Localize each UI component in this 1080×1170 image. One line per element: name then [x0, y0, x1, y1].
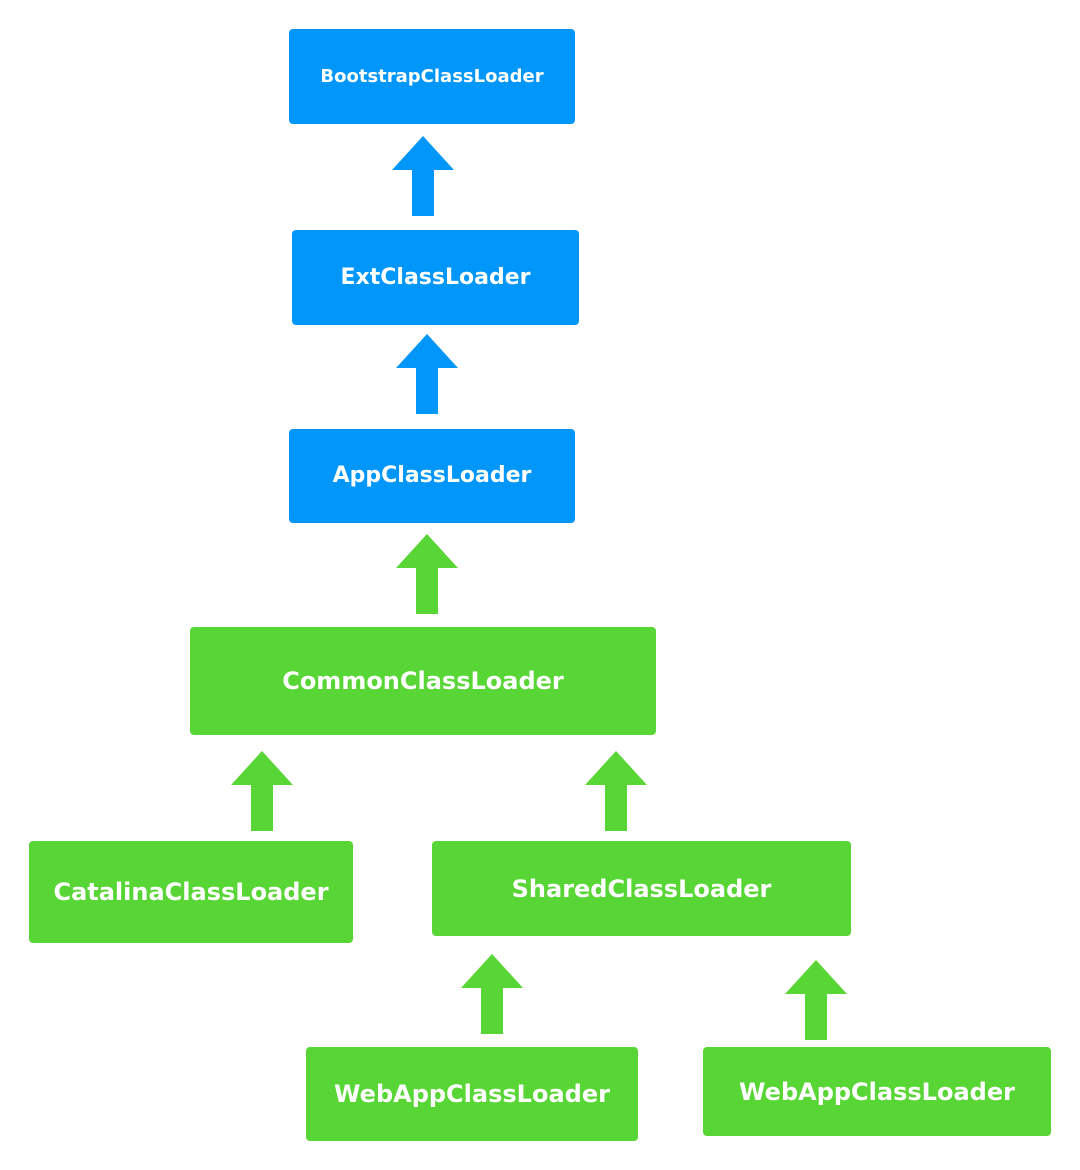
app-classloader-label: AppClassLoader: [332, 463, 532, 488]
shared-classloader-box: SharedClassLoader: [432, 841, 851, 936]
webapp-classloader-label-2: WebAppClassLoader: [739, 1077, 1015, 1106]
webapp-classloader-box-1: WebAppClassLoader: [306, 1047, 638, 1141]
catalina-classloader-label: CatalinaClassLoader: [53, 878, 329, 906]
up-arrow-icon: [231, 751, 293, 831]
shared-classloader-label: SharedClassLoader: [511, 874, 772, 903]
up-arrow-icon: [396, 334, 458, 414]
bootstrap-classloader-label: BootstrapClassLoader: [320, 65, 544, 87]
up-arrow-icon: [396, 534, 458, 614]
catalina-classloader-box: CatalinaClassLoader: [29, 841, 353, 943]
common-classloader-label: CommonClassLoader: [282, 667, 564, 695]
bootstrap-classloader-box: BootstrapClassLoader: [289, 29, 575, 124]
ext-classloader-box: ExtClassLoader: [292, 230, 579, 325]
up-arrow-icon: [785, 960, 847, 1040]
webapp-classloader-label-1: WebAppClassLoader: [334, 1080, 610, 1108]
app-classloader-box: AppClassLoader: [289, 429, 575, 523]
up-arrow-icon: [461, 954, 523, 1034]
webapp-classloader-box-2: WebAppClassLoader: [703, 1047, 1051, 1136]
common-classloader-box: CommonClassLoader: [190, 627, 656, 735]
up-arrow-icon: [585, 751, 647, 831]
ext-classloader-label: ExtClassLoader: [340, 264, 531, 290]
up-arrow-icon: [392, 136, 454, 216]
